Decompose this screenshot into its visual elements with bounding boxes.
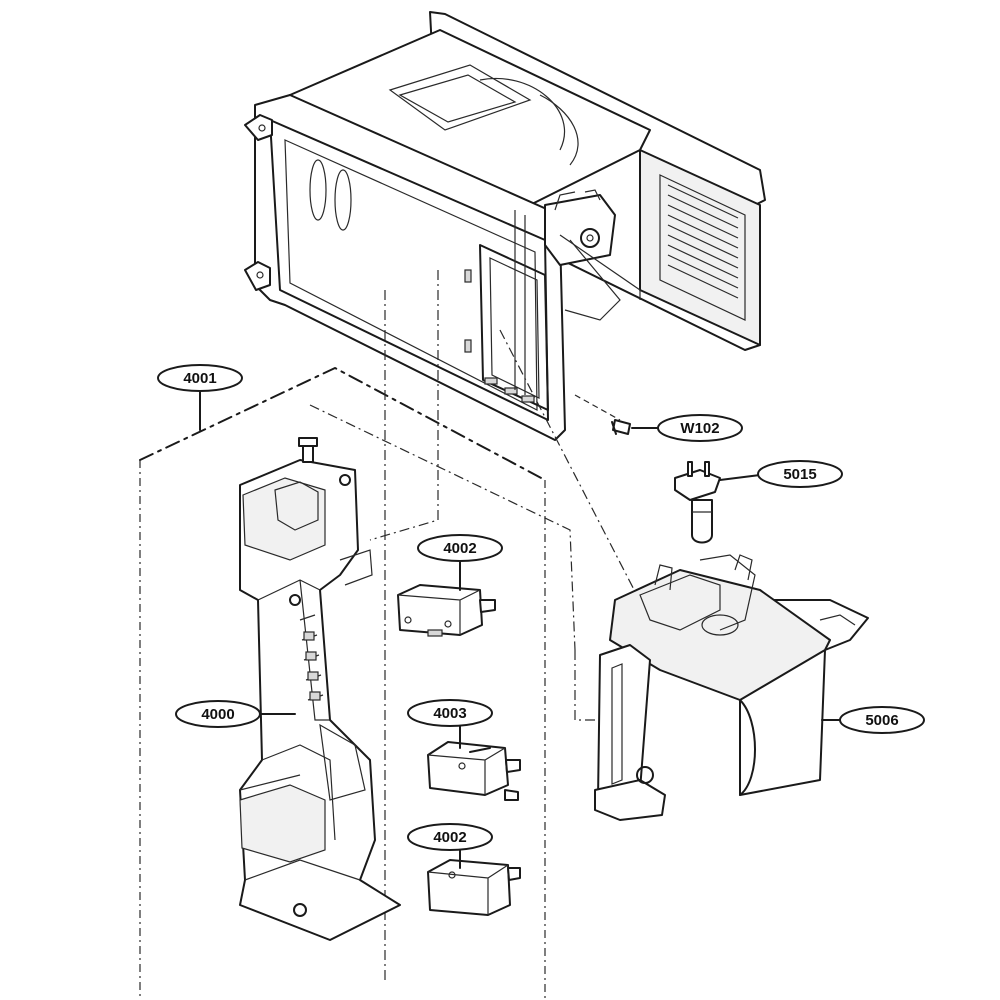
svg-text:4001: 4001 bbox=[183, 370, 216, 387]
svg-text:W102: W102 bbox=[680, 420, 719, 437]
interlock-bracket-4000 bbox=[239, 437, 401, 941]
svg-text:4002: 4002 bbox=[443, 540, 476, 557]
part-label-5006: 5006 bbox=[839, 706, 925, 734]
vent-grille bbox=[659, 174, 746, 321]
part-label-4002-top: 4002 bbox=[417, 534, 503, 562]
turntable-motor bbox=[544, 189, 616, 266]
part-label-4002-bottom: 4002 bbox=[407, 823, 493, 851]
svg-text:4000: 4000 bbox=[201, 706, 234, 723]
micro-switch-4003 bbox=[427, 741, 521, 801]
lamp-bracket-5006 bbox=[594, 554, 869, 821]
microwave-cavity-assembly bbox=[244, 11, 766, 441]
screw-w102 bbox=[611, 419, 631, 435]
svg-text:4002: 4002 bbox=[433, 829, 466, 846]
part-label-4003: 4003 bbox=[407, 699, 493, 727]
micro-switch-4002-top bbox=[397, 584, 496, 637]
part-label-4001: 4001 bbox=[157, 364, 243, 392]
leader-lines bbox=[199, 389, 841, 869]
oven-lamp-5015 bbox=[674, 461, 721, 544]
svg-text:5006: 5006 bbox=[865, 712, 898, 729]
svg-text:5015: 5015 bbox=[783, 466, 816, 483]
part-label-w102: W102 bbox=[657, 414, 743, 442]
projection-lines bbox=[139, 270, 661, 1000]
micro-switch-4002-bottom bbox=[427, 859, 521, 916]
door-latch-opening bbox=[464, 244, 549, 411]
svg-text:4003: 4003 bbox=[433, 705, 466, 722]
part-label-5015: 5015 bbox=[757, 460, 843, 488]
part-label-4000: 4000 bbox=[175, 700, 261, 728]
